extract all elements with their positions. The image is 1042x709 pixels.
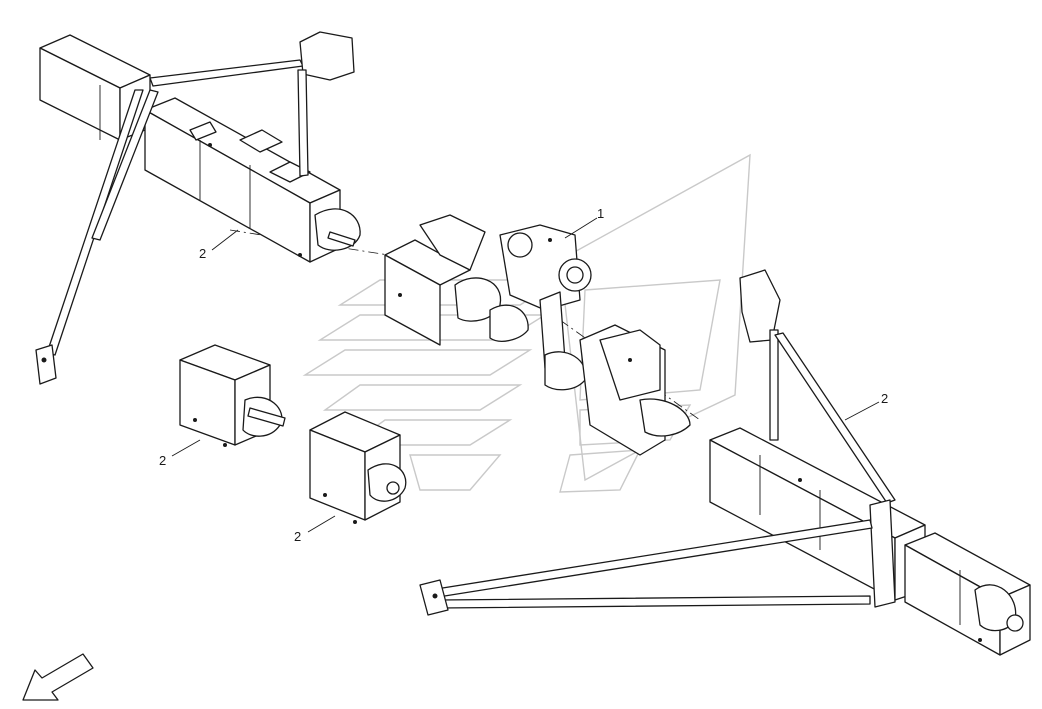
callout-2-small-left: 2 — [159, 453, 166, 468]
callout-2-small-center: 2 — [294, 529, 301, 544]
leader-line-2a — [211, 229, 239, 251]
leader-line-2c — [307, 515, 336, 533]
upper-left-auger-section — [35, 31, 361, 385]
callout-2-lower-right: 2 — [881, 391, 888, 406]
callout-1: 1 — [597, 206, 604, 221]
arrow-down-left-icon — [22, 653, 94, 701]
small-auger-module-left — [179, 344, 286, 447]
lower-right-auger-section — [419, 269, 1031, 656]
central-gearbox-section — [384, 214, 691, 456]
leader-line-2b — [171, 439, 201, 457]
small-auger-module-center — [309, 411, 407, 524]
callouts: 1 2 2 2 2 — [159, 206, 888, 544]
leader-line-2d — [844, 401, 880, 421]
callout-2-upper-left: 2 — [199, 246, 206, 261]
leader-line-1 — [564, 217, 598, 239]
